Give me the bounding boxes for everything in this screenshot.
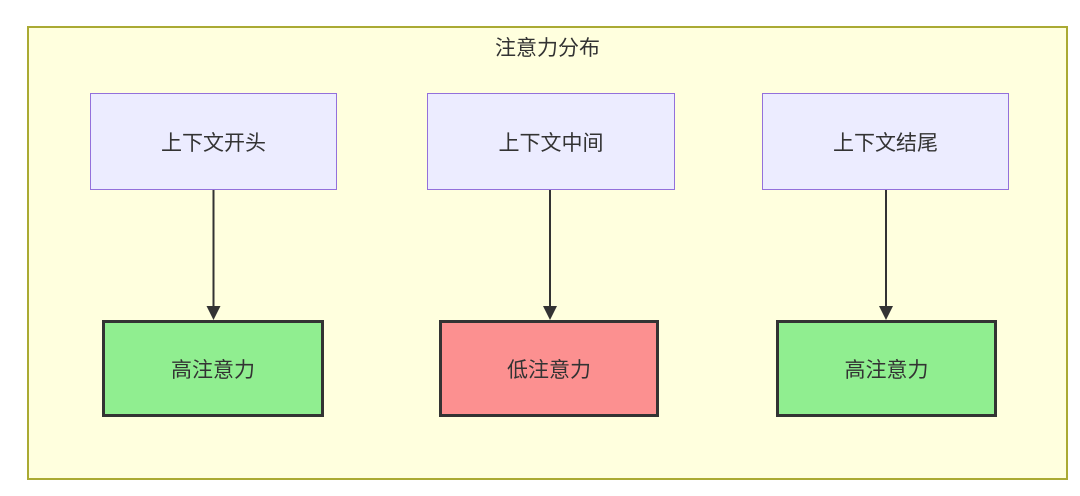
diagram-title: 注意力分布 — [495, 37, 600, 60]
node-context-start: 上下文开头 — [90, 93, 337, 190]
node-high-attention-left: 高注意力 — [102, 320, 324, 417]
node-low-attention-middle: 低注意力 — [439, 320, 659, 417]
node-context-middle: 上下文中间 — [427, 93, 675, 190]
node-context-end: 上下文结尾 — [762, 93, 1009, 190]
node-high-attention-right: 高注意力 — [776, 320, 997, 417]
